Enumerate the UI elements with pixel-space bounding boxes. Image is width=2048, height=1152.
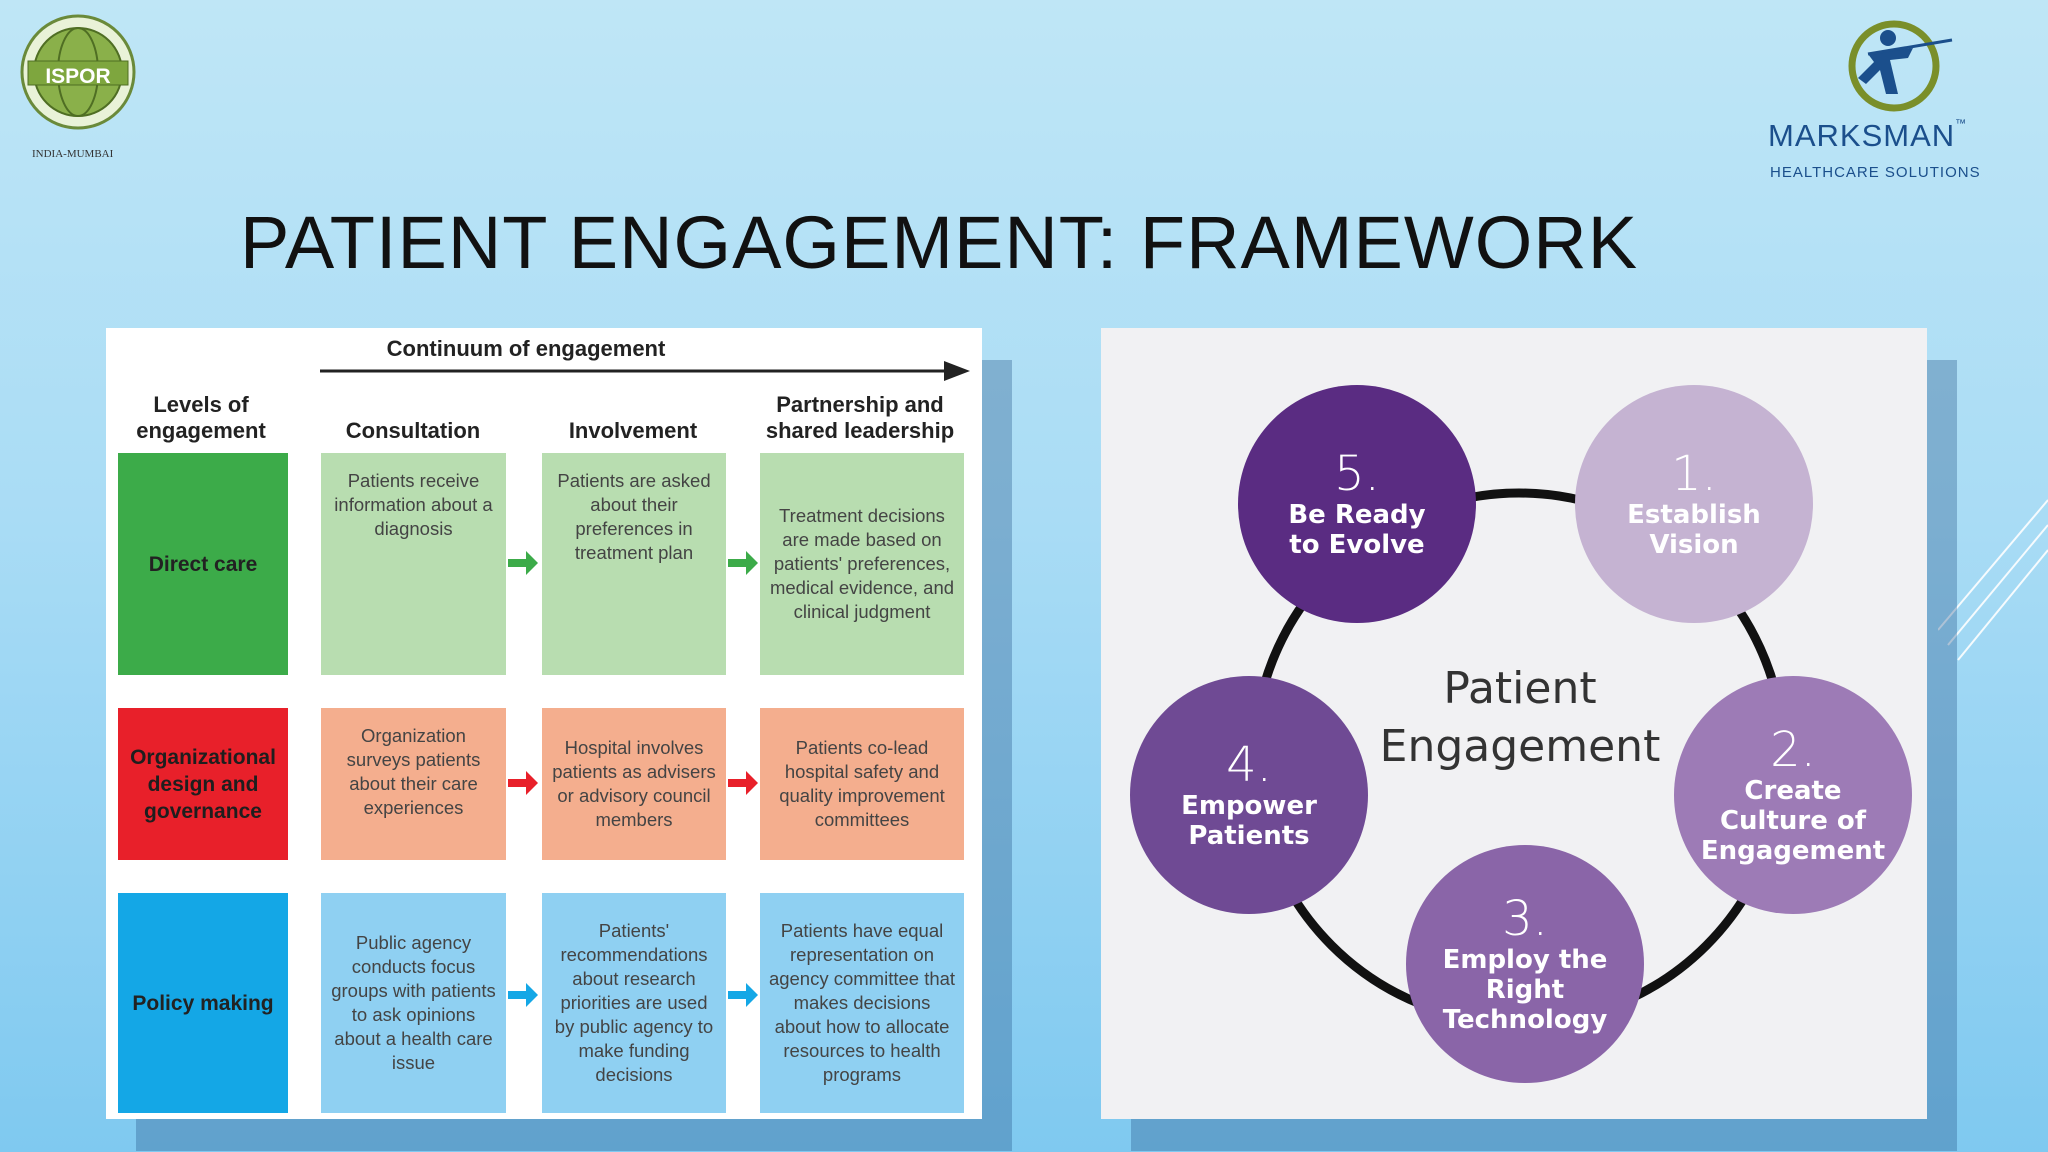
step-number: 2.	[1770, 722, 1816, 778]
step-number: 5.	[1334, 446, 1380, 502]
cell-text: Treatment decisions are made based on pa…	[769, 505, 955, 622]
marksman-wordmark: MARKSMAN	[1768, 118, 1956, 153]
cell-text: Patients' recommendations about research…	[554, 920, 714, 1085]
continuum-label: Continuum of engagement	[386, 336, 666, 361]
column-header-consultation: Consultation	[345, 418, 481, 443]
continuum-arrow-icon	[320, 361, 970, 381]
step-4-empower-patients: 4. Empower Patients	[1130, 676, 1368, 914]
ispor-location: INDIA-MUMBAI	[32, 148, 114, 160]
table-cell: Patients co-lead hospital safety and qua…	[760, 708, 964, 860]
table-cell: Public agency conducts focus groups with…	[321, 893, 506, 1113]
step-label: Establish Vision	[1627, 500, 1761, 560]
row-label-text: Direct care	[148, 552, 258, 576]
table-cell: Organization surveys patients about thei…	[321, 708, 506, 860]
step-3-employ-technology: 3. Employ the Right Technology	[1406, 845, 1644, 1083]
cell-text: Public agency conducts focus groups with…	[331, 932, 496, 1073]
decorative-stripes	[1938, 499, 2048, 661]
table-cell: Hospital involves patients as advisers o…	[542, 708, 726, 860]
arrow-right-icon	[728, 983, 758, 1007]
ispor-logo: ISPOR INDIA-MUMBAI	[16, 14, 146, 164]
step-label: Create Culture of Engagement	[1700, 776, 1886, 866]
table-cell: Patients receive information about a dia…	[321, 453, 506, 675]
page-title: PATIENT ENGAGEMENT: FRAMEWORK	[240, 201, 1639, 284]
cycle-center-label: Patient Engagement	[1360, 660, 1680, 776]
step-5-be-ready-to-evolve: 5. Be Ready to Evolve	[1238, 385, 1476, 623]
cell-text: Organization surveys patients about thei…	[346, 725, 481, 818]
column-header-involvement: Involvement	[568, 418, 698, 443]
row-label-text: Policy making	[132, 991, 274, 1015]
row-label-policy-making: Policy making	[118, 893, 288, 1113]
marksman-logo: MARKSMAN™ HEALTHCARE SOLUTIONS	[1768, 14, 2028, 181]
table-cell: Patients are asked about their preferenc…	[542, 453, 726, 675]
arrow-right-icon	[508, 551, 538, 575]
continuum-table-panel: Continuum of engagement Levels of engage…	[106, 328, 982, 1119]
step-label: Employ the Right Technology	[1442, 945, 1608, 1035]
center-label-line: Engagement	[1379, 721, 1661, 772]
step-number: 1.	[1671, 446, 1717, 502]
step-number: 4.	[1226, 737, 1272, 793]
step-1-establish-vision: 1. Establish Vision	[1575, 385, 1813, 623]
marksman-tagline: HEALTHCARE SOLUTIONS	[1770, 164, 1981, 181]
step-2-create-culture: 2. Create Culture of Engagement	[1674, 676, 1912, 914]
trademark-symbol: ™	[1955, 118, 1968, 130]
cell-text: Patients have equal representation on ag…	[768, 920, 956, 1085]
arrow-right-icon	[508, 771, 538, 795]
row-label-organizational-design: Organizational design and governance	[118, 708, 288, 860]
ispor-wordmark: ISPOR	[45, 65, 111, 88]
step-label: Empower Patients	[1181, 791, 1317, 851]
arrow-right-icon	[508, 983, 538, 1007]
table-cell: Patients' recommendations about research…	[542, 893, 726, 1113]
row-label-direct-care: Direct care	[118, 453, 288, 675]
arrow-right-icon	[728, 771, 758, 795]
cell-text: Patients are asked about their preferenc…	[557, 470, 711, 563]
cell-text: Patients co-lead hospital safety and qua…	[779, 737, 945, 830]
arrow-right-icon	[728, 551, 758, 575]
cell-text: Patients receive information about a dia…	[334, 470, 493, 539]
archer-icon	[1848, 20, 1953, 112]
table-cell: Treatment decisions are made based on pa…	[760, 453, 964, 675]
ispor-globe-icon	[20, 14, 136, 130]
step-label: Be Ready to Evolve	[1288, 500, 1426, 560]
step-number: 3.	[1502, 891, 1548, 947]
levels-header: Levels of engagement	[136, 392, 266, 443]
row-label-text: Organizational design and governance	[130, 745, 276, 823]
table-cell: Patients have equal representation on ag…	[760, 893, 964, 1113]
column-header-partnership: Partnership and shared leadership	[765, 392, 955, 443]
center-label-line: Patient	[1443, 663, 1597, 714]
cell-text: Hospital involves patients as advisers o…	[552, 737, 716, 830]
